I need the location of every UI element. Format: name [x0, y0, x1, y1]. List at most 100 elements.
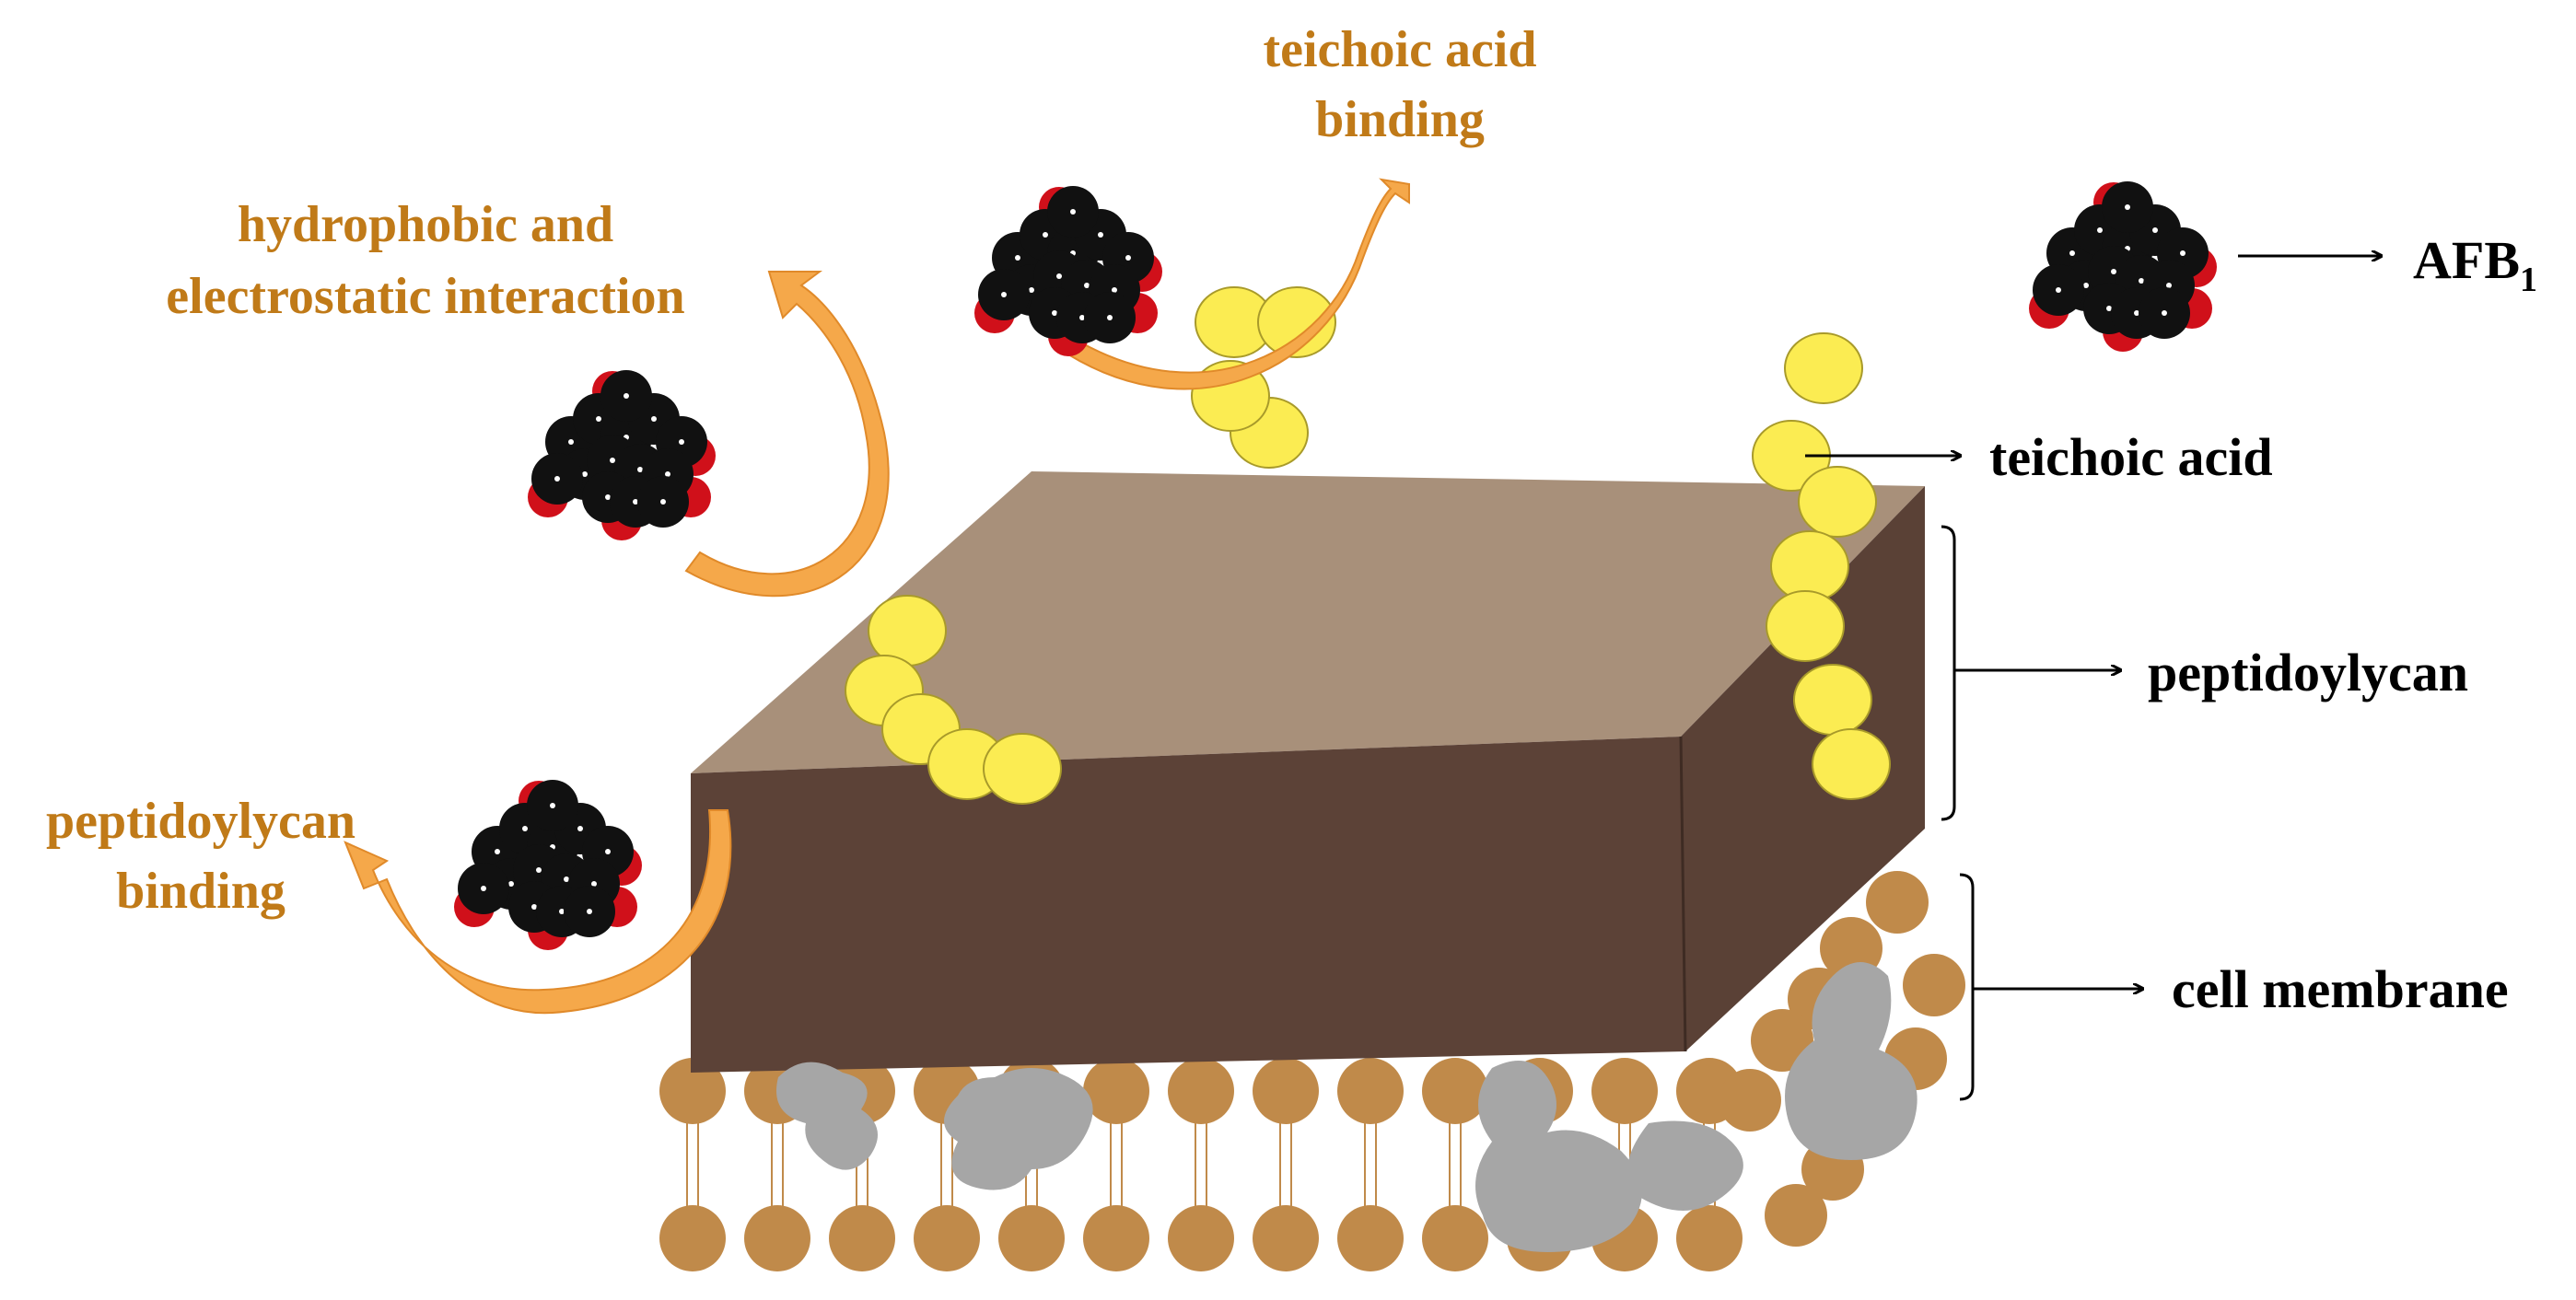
hydrogen-dot [495, 849, 500, 854]
label-teichoic-acid: teichoic acid [1989, 427, 2273, 487]
molecules [454, 181, 2217, 950]
hydrogen-dot [531, 904, 537, 910]
curved-arrow-icon [344, 809, 732, 1015]
teichoic-acid-ball [1257, 286, 1336, 358]
lipid-head [1083, 1058, 1149, 1124]
hydrogen-dot [508, 881, 514, 887]
orange-labels: teichoic acid binding hydrophobic and el… [46, 21, 1537, 920]
teichoic-acid-ball [1798, 466, 1877, 538]
lipid-head [1337, 1205, 1404, 1271]
protein-5 [1785, 962, 1917, 1160]
membrane-proteins [776, 962, 1917, 1252]
black-labels: AFB1 teichoic acid peptidoylycan cell me… [1805, 230, 2537, 1101]
teichoic-acid-ball [1793, 664, 1872, 736]
hydrogen-dot [2125, 204, 2130, 210]
lipid-head [1253, 1058, 1319, 1124]
block-edge [1679, 736, 1687, 1052]
lipid-head [1253, 1205, 1319, 1271]
hydrogen-dot [559, 909, 565, 914]
hydrogen-dot [554, 476, 560, 482]
peptidoglycan-block [691, 471, 1925, 1073]
hydrogen-dot [2111, 269, 2116, 274]
afb1-molecule-icon [2029, 181, 2217, 352]
hydrogen-dot [633, 499, 638, 505]
label-peptido-binding-1: peptidoylycan [46, 793, 356, 850]
lipid-head [1337, 1058, 1404, 1124]
lipid-head [1751, 1009, 1813, 1072]
protein-4 [1627, 1120, 1743, 1211]
hydrogen-dot [1079, 315, 1085, 320]
block-side-face [1681, 486, 1925, 1051]
protein-3 [1475, 1061, 1642, 1252]
hydrogen-dot [665, 471, 670, 477]
hydrogen-dot [1107, 315, 1113, 320]
hydrogen-dot [1001, 292, 1007, 297]
lipid-head [998, 1205, 1065, 1271]
teichoic-acid-chains [845, 286, 1891, 805]
hydrogen-dot [2083, 283, 2089, 288]
hydrogen-dot [651, 416, 657, 422]
hydrogen-dot [2162, 310, 2167, 316]
hydrogen-dot [587, 909, 592, 914]
lipid-head [659, 1205, 726, 1271]
hydrogen-dot [610, 458, 615, 463]
lipid-head [1676, 1205, 1743, 1271]
teichoic-acid-ball [1812, 728, 1891, 800]
lipid-head [1591, 1058, 1658, 1124]
protein-2 [944, 1068, 1093, 1190]
lipid-head [1168, 1205, 1234, 1271]
lipid-head [914, 1205, 980, 1271]
teichoic-acid-ball [983, 733, 1062, 805]
hydrogen-dot [568, 439, 574, 445]
label-teichoic-binding-1: teichoic acid [1263, 21, 1536, 78]
curved-arrow-icon [684, 271, 890, 598]
label-peptido-binding-2: binding [116, 863, 286, 920]
hydrogen-dot [2134, 310, 2139, 316]
peptidoglycan-bracket [1941, 525, 1956, 821]
hydrogen-dot [1084, 283, 1090, 288]
lipid-head [1765, 1184, 1827, 1247]
lipid-head [1083, 1205, 1149, 1271]
afb1-molecule-icon [454, 780, 642, 950]
hydrogen-dot [605, 494, 611, 500]
hydrogen-dot [2180, 250, 2186, 256]
hydrogen-dot [1056, 273, 1062, 279]
hydrogen-dot [605, 849, 611, 854]
hydrogen-dot [2166, 283, 2172, 288]
hydrogen-dot [1125, 255, 1131, 261]
teichoic-acid-ball [1766, 590, 1845, 662]
lipid-head [829, 1205, 895, 1271]
label-teichoic-binding-2: binding [1315, 91, 1485, 148]
hydrogen-dot [582, 471, 588, 477]
hydrogen-dot [564, 876, 569, 882]
afb1-molecule-icon [528, 370, 716, 540]
hydrogen-dot [2106, 306, 2112, 311]
hydrogen-dot [1043, 232, 1048, 238]
hydrogen-dot [536, 867, 542, 873]
hydrogen-dot [2069, 250, 2075, 256]
hydrogen-dot [1029, 287, 1034, 293]
hydrogen-dot [637, 467, 643, 472]
hydrogen-dot [2152, 227, 2158, 233]
hydrogen-dot [1098, 232, 1103, 238]
protein-1 [776, 1062, 878, 1170]
hydrogen-dot [1070, 209, 1076, 215]
afb1-molecule-icon [974, 186, 1162, 356]
hydrogen-dot [1015, 255, 1020, 261]
label-hydrophobic-2: electrostatic interaction [166, 268, 684, 325]
teichoic-acid-ball [1784, 332, 1863, 404]
lipid-head [1719, 1069, 1781, 1132]
hydrogen-dot [1112, 287, 1117, 293]
hydrogen-dot [679, 439, 684, 445]
lipid-head [659, 1058, 726, 1124]
lipid-head [1422, 1205, 1488, 1271]
hydrogen-dot [2139, 278, 2144, 284]
block-front-face [691, 737, 1685, 1073]
hydrogen-dot [522, 826, 528, 831]
label-hydrophobic-1: hydrophobic and [238, 196, 613, 253]
lipid-head [1866, 871, 1929, 934]
hydrogen-dot [2097, 227, 2103, 233]
hydrogen-dot [591, 881, 597, 887]
membrane-bracket [1959, 873, 1975, 1101]
